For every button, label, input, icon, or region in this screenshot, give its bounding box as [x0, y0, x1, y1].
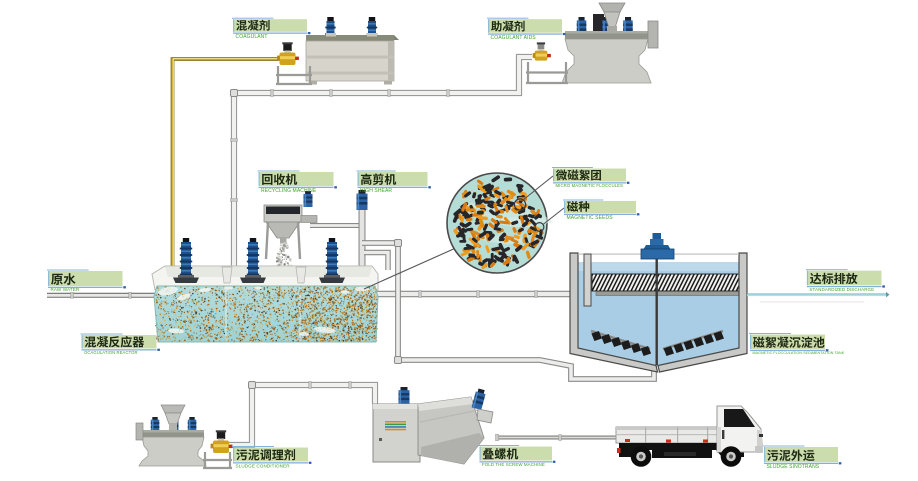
- svg-text:HIGH SHEAR: HIGH SHEAR: [360, 188, 392, 194]
- svg-text:RECYCLING MACHINE: RECYCLING MACHINE: [261, 188, 317, 194]
- svg-text:SLUDGE CONDITIONER: SLUDGE CONDITIONER: [236, 463, 291, 468]
- svg-text:MICRO MAGNETIC FLOCCULES: MICRO MAGNETIC FLOCCULES: [556, 183, 624, 188]
- svg-text:RAW WATER: RAW WATER: [51, 287, 80, 292]
- svg-text:STANDARDIZED DISCHARGE: STANDARDIZED DISCHARGE: [809, 287, 874, 292]
- svg-text:FOLD THE SCREW MACHINE: FOLD THE SCREW MACHINE: [482, 462, 545, 467]
- svg-text:COAGULANT: COAGULANT: [236, 34, 268, 40]
- svg-text:MAGNETIC SEEDS: MAGNETIC SEEDS: [567, 215, 614, 221]
- svg-text:SLUDGE SINOTRANS: SLUDGE SINOTRANS: [767, 464, 820, 470]
- svg-text:OCAGULATION REACTOR: OCAGULATION REACTOR: [84, 350, 138, 355]
- svg-text:MAGNETIC FLOCCULATION SEDIMENT: MAGNETIC FLOCCULATION SEDIMENTATION TANK: [753, 351, 845, 355]
- svg-text:COAGULANT AIDS: COAGULANT AIDS: [491, 35, 537, 41]
